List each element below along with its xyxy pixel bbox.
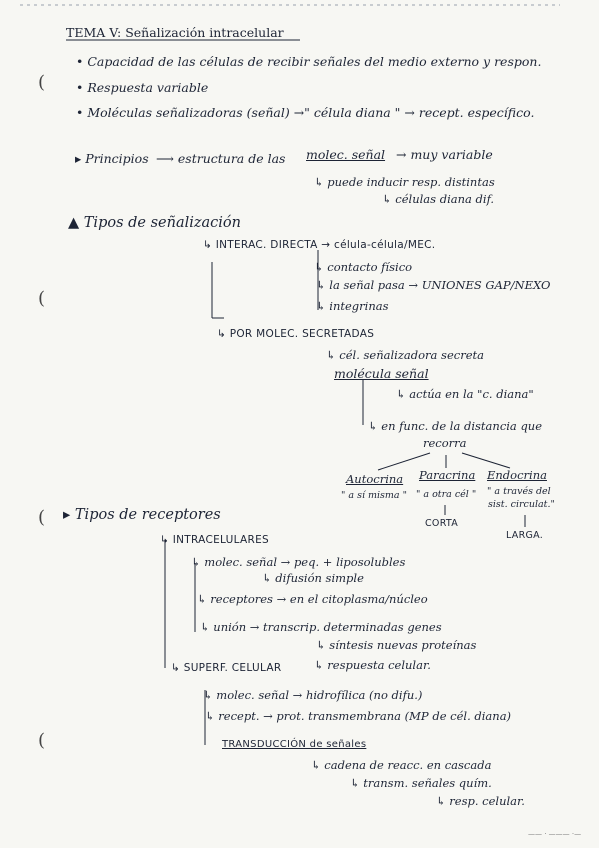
branch-autocrina xyxy=(377,452,431,471)
molecula-senal: molécula señal xyxy=(334,366,429,381)
intro-bullet: • Capacidad de las células de recibir se… xyxy=(76,54,542,69)
integrinas: ↳ integrinas xyxy=(316,299,389,313)
union-transcrip: ↳ unión → transcrip. determinadas genes xyxy=(200,620,442,634)
autocrina-desc: " a sí misma " xyxy=(341,490,407,501)
margin-mark: ( xyxy=(38,507,46,528)
principios-heading: ▸ Principios xyxy=(75,151,149,166)
receptores-heading: ▸ Tipos de receptores xyxy=(63,507,221,523)
margin-mark: ( xyxy=(38,730,46,751)
endocrina-desc: " a través del xyxy=(487,486,551,497)
transm-senales: ↳ transm. señales quím. xyxy=(350,776,492,790)
respuesta-celular: ↳ respuesta celular. xyxy=(314,658,431,672)
recorra: recorra xyxy=(423,436,467,450)
principios-molec: molec. señal xyxy=(306,147,386,162)
intra-receptores: ↳ receptores → en el citoplasma/núcleo xyxy=(197,592,428,606)
principios-text: ⟶ estructura de las xyxy=(156,151,286,166)
principios-puede: ↳ puede inducir resp. distintas xyxy=(314,175,495,189)
senal-pasa: ↳ la señal pasa → UNIONES GAP/NEXO xyxy=(316,278,551,292)
paracrina: Paracrina xyxy=(419,468,476,482)
principios-celulas: ↳ células diana dif. xyxy=(382,192,495,206)
principios-muy: → muy variable xyxy=(396,147,493,162)
margin-mark: ( xyxy=(38,288,46,309)
distancia-larga: LARGA. xyxy=(506,530,544,541)
intra-molec-senal: ↳ molec. señal → peq. + liposolubles xyxy=(191,555,406,569)
intro-bullet: • Respuesta variable xyxy=(76,80,209,95)
superf-recept: ↳ recept. → prot. transmembrana (MP de c… xyxy=(205,709,512,723)
footer-mark: —— · ——— ·— xyxy=(528,830,582,838)
intro-bullet: • Moléculas señalizadoras (señal) →" cél… xyxy=(76,105,535,120)
distancia-corta: CORTA xyxy=(425,518,459,529)
contacto-fisico: ↳ contacto físico xyxy=(314,260,413,274)
autocrina: Autocrina xyxy=(346,472,404,486)
senalizacion-heading: ▲ Tipos de señalización xyxy=(68,215,241,231)
page-title: TEMA V: Señalización intracelular xyxy=(66,25,284,40)
margin-mark: ( xyxy=(38,72,46,93)
sintesis-proteinas: ↳ síntesis nuevas proteínas xyxy=(316,638,477,652)
superf-celular: ↳ SUPERF. CELULAR xyxy=(171,662,282,674)
cadena-cascada: ↳ cadena de reacc. en cascada xyxy=(311,758,492,772)
transduccion: TRANSDUCCIÓN de señales xyxy=(222,739,367,750)
superf-molec-senal: ↳ molec. señal → hidrofílica (no difu.) xyxy=(203,688,423,702)
intracelulares: ↳ INTRACELULARES xyxy=(160,534,270,546)
branch-endocrina xyxy=(461,452,511,469)
actua-diana: ↳ actúa en la "c. diana" xyxy=(396,387,534,401)
difusion-simple: ↳ difusión simple xyxy=(262,571,364,585)
endocrina: Endocrina xyxy=(487,468,547,482)
en-func-distancia: ↳ en func. de la distancia que xyxy=(368,419,543,433)
por-molec-secretadas: ↳ POR MOLEC. SECRETADAS xyxy=(217,328,375,340)
endocrina-desc: sist. circulat." xyxy=(488,499,555,510)
paracrina-desc: " a otra cél " xyxy=(416,489,477,500)
interac-directa: ↳ INTERAC. DIRECTA → célula-célula/MEC. xyxy=(203,239,436,251)
cel-senalizadora: ↳ cél. señalizadora secreta xyxy=(326,348,484,362)
resp-celular: ↳ resp. celular. xyxy=(436,794,525,808)
